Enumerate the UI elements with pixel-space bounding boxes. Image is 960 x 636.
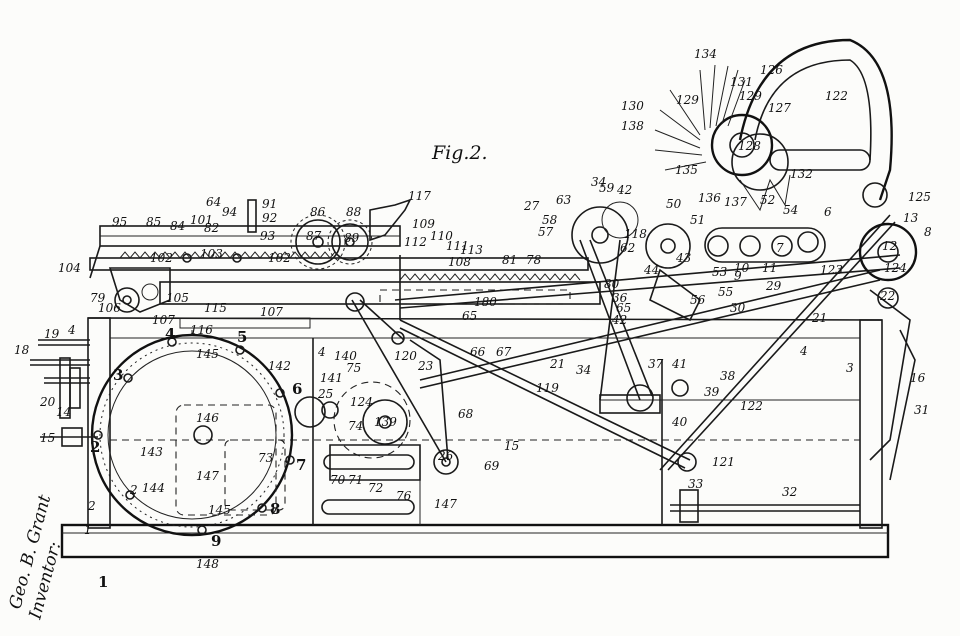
left-levers: [30, 339, 98, 447]
type-arch: [654, 38, 893, 212]
central-gear-train: [294, 292, 459, 515]
counting-dial: [90, 330, 295, 537]
right-mechanism: [571, 201, 918, 481]
carriage-gears: [108, 198, 412, 313]
linkages: [394, 214, 901, 523]
